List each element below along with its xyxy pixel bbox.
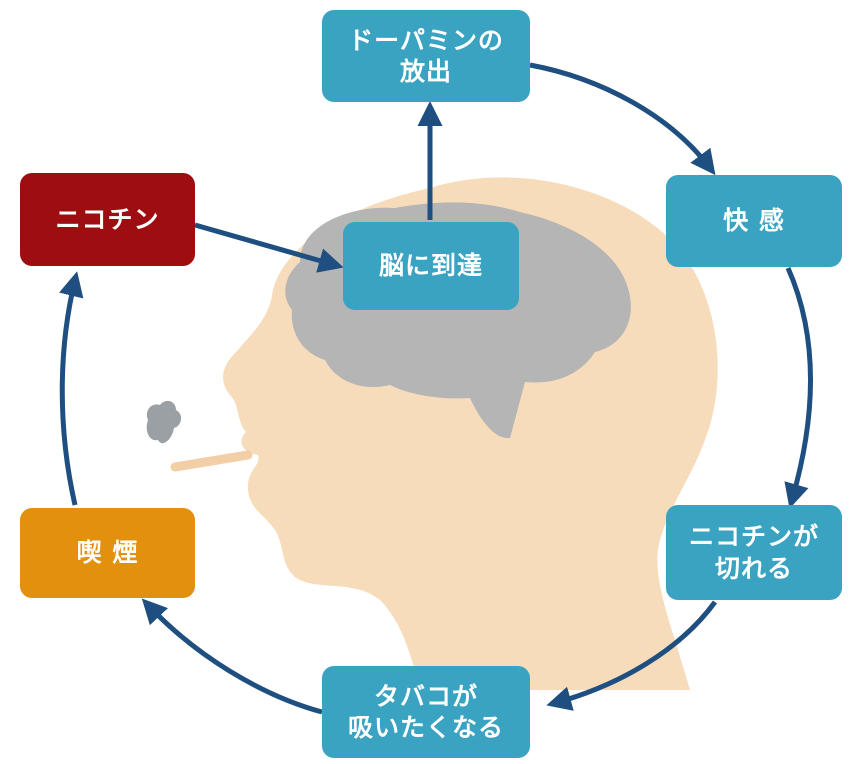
arrow-wears-off-to-craving (546, 600, 718, 711)
node-dopamine-release-label: ドーパミンの 放出 (348, 25, 504, 86)
arrow-dopamine-to-pleasure (529, 62, 716, 176)
node-reach-brain-label: 脳に到達 (378, 251, 483, 281)
cycle-arrows (59, 62, 814, 715)
node-nicotine: ニコチン (20, 173, 195, 266)
node-craving-label: タバコが 吸いたくなる (347, 681, 504, 742)
node-craving: タバコが 吸いたくなる (322, 666, 530, 758)
node-nicotine-wears-off-label: ニコチンが 切れる (688, 522, 819, 583)
cigarette (170, 450, 253, 472)
node-nicotine-wears-off: ニコチンが 切れる (666, 505, 842, 600)
arrow-smoking-to-nicotine (59, 271, 84, 506)
arrow-craving-to-smoking (141, 598, 323, 715)
node-dopamine-release: ドーパミンの 放出 (322, 10, 530, 102)
node-nicotine-label: ニコチン (55, 204, 160, 234)
node-reach-brain: 脳に到達 (343, 222, 519, 310)
node-smoking: 喫 煙 (20, 508, 195, 598)
node-pleasure-label: 快 感 (723, 206, 785, 236)
node-pleasure: 快 感 (666, 175, 842, 267)
smoke-puff (146, 400, 182, 444)
arrow-pleasure-to-wears-off (784, 266, 814, 509)
arrow-nicotine-to-brain (194, 222, 344, 273)
node-smoking-label: 喫 煙 (76, 538, 139, 568)
